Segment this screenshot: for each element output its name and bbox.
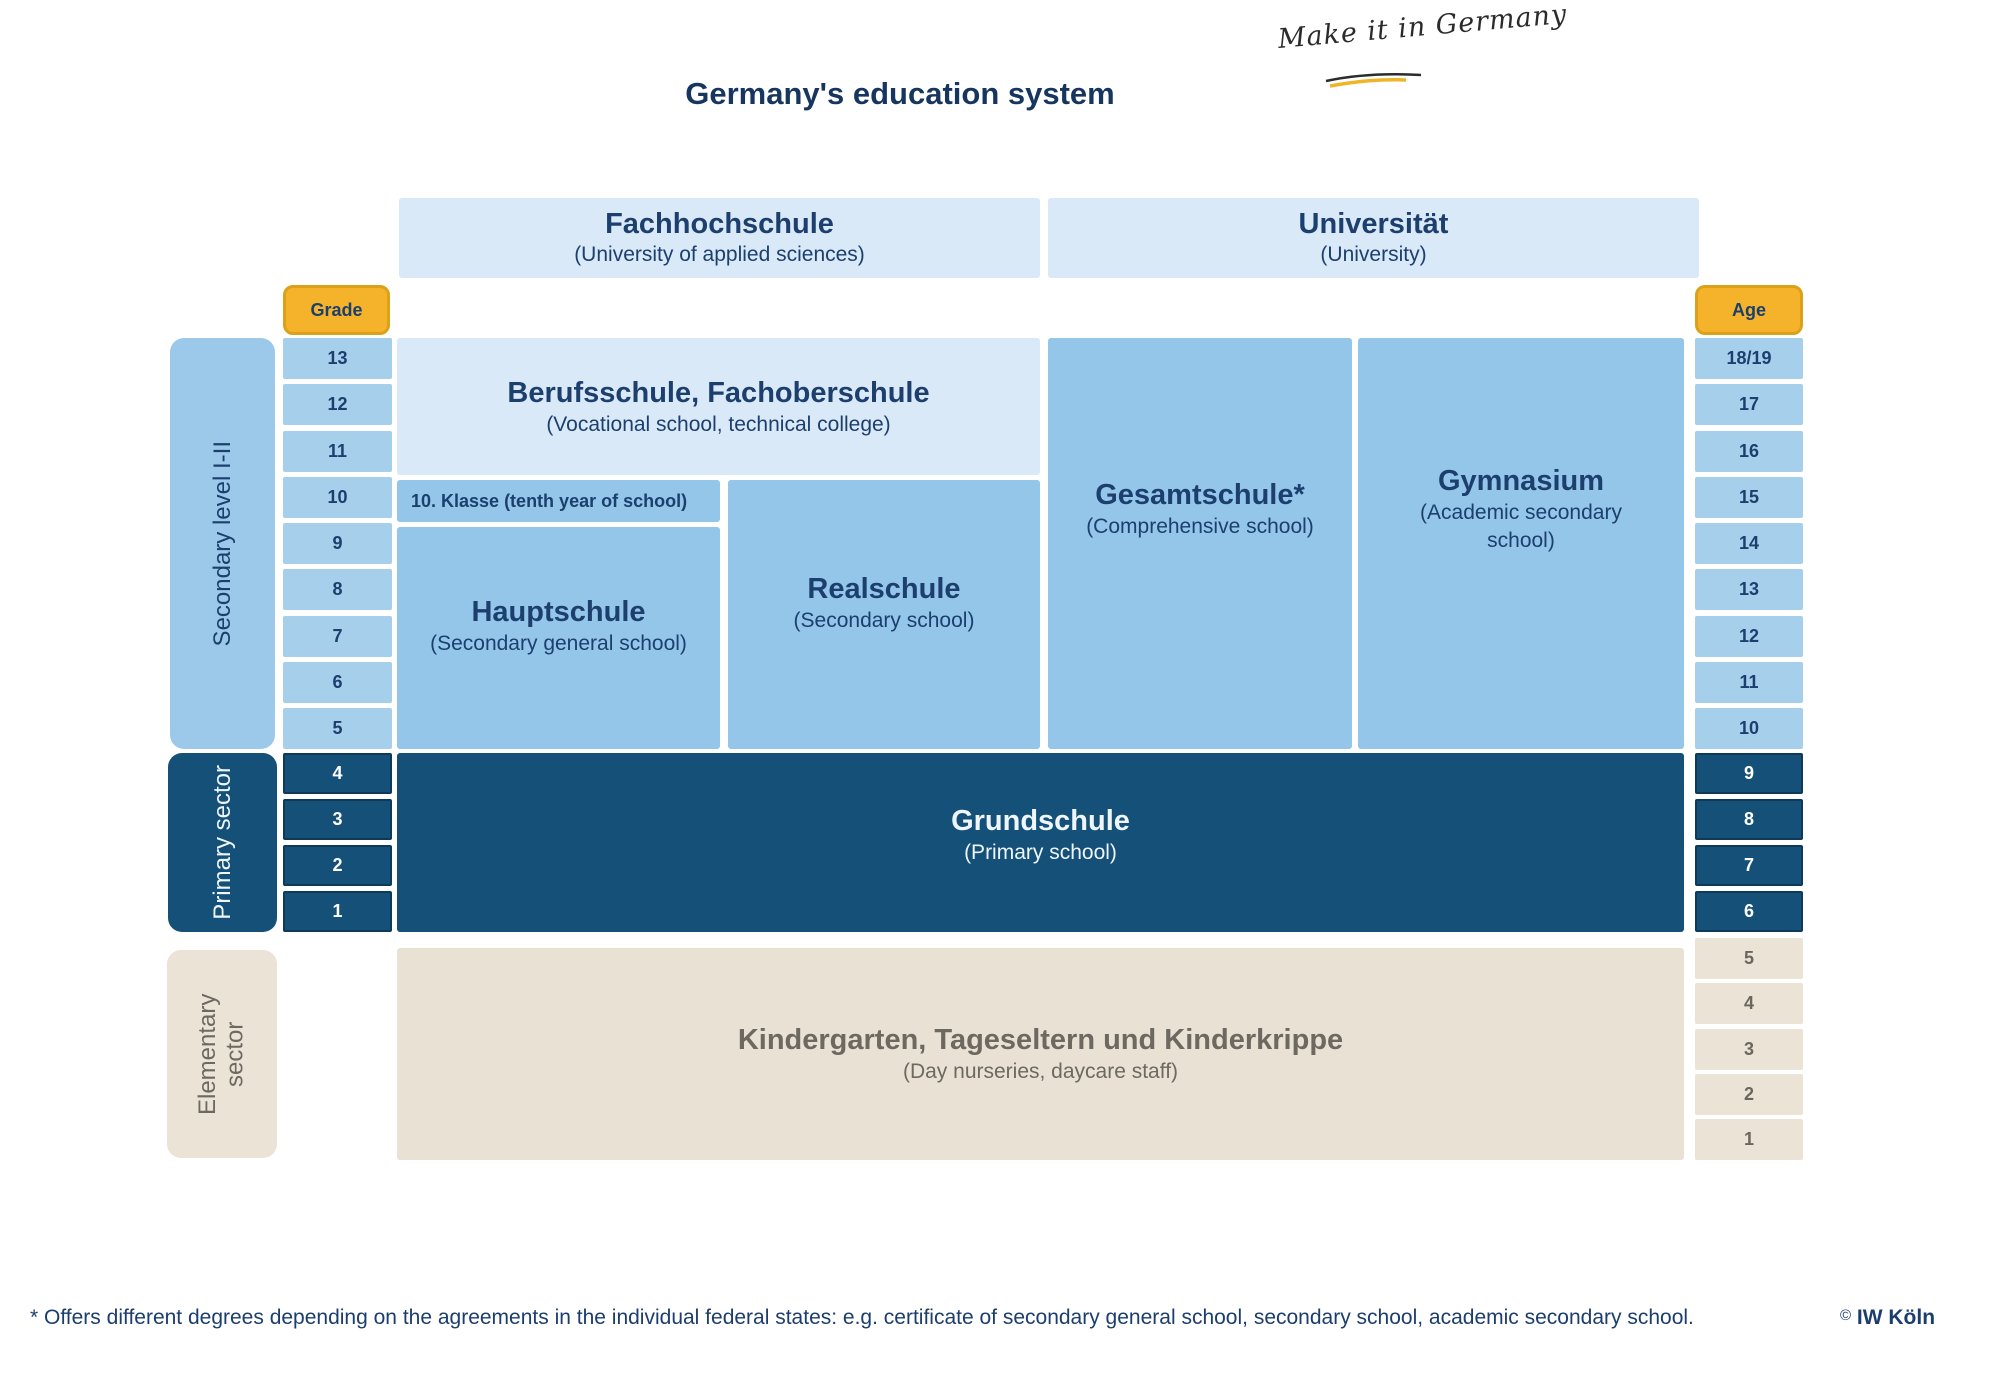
age-column-primary: 9 8 7 6	[1695, 753, 1803, 932]
age-cell: 14	[1695, 523, 1803, 564]
age-cell: 11	[1695, 661, 1803, 703]
box-gesamtschule: Gesamtschule* (Comprehensive school)	[1048, 338, 1352, 749]
box-hauptschule: Hauptschule (Secondary general school)	[397, 527, 720, 749]
age-cell: 18/19	[1695, 338, 1803, 379]
box-fachhochschule: Fachhochschule (University of applied sc…	[399, 198, 1040, 278]
grade-cell: 13	[283, 338, 392, 379]
age-cell: 3	[1695, 1028, 1803, 1070]
box-berufsschule: Berufsschule, Fachoberschule (Vocational…	[397, 338, 1040, 475]
kindergarten-name: Kindergarten, Tageseltern und Kinderkrip…	[737, 1024, 1344, 1057]
sector-label-secondary-text: Secondary level I-II	[208, 440, 236, 647]
grade-cell: 3	[283, 799, 392, 840]
grade-header: Grade	[283, 285, 390, 335]
berufsschule-name: Berufsschule, Fachoberschule	[507, 376, 930, 409]
footnote: * Offers different degrees depending on …	[30, 1306, 1694, 1329]
sector-label-elementary-text: Elementary sector	[194, 993, 249, 1115]
grade-cell: 8	[283, 569, 392, 611]
box-universitaet: Universität (University)	[1048, 198, 1699, 278]
fachhochschule-sub: (University of applied sciences)	[574, 243, 865, 267]
age-cell: 7	[1695, 845, 1803, 886]
box-kindergarten: Kindergarten, Tageseltern und Kinderkrip…	[397, 948, 1684, 1160]
grade-cell: 10	[283, 476, 392, 518]
grade-cell: 6	[283, 661, 392, 703]
grade-cell: 7	[283, 615, 392, 657]
realschule-sub: (Secondary school)	[793, 608, 975, 632]
fachhochschule-name: Fachhochschule	[605, 208, 834, 241]
page-title: Germany's education system	[685, 76, 1115, 111]
grade-cell: 9	[283, 523, 392, 564]
universitaet-sub: (University)	[1320, 243, 1427, 267]
sector-label-elementary: Elementary sector	[167, 950, 277, 1158]
realschule-name: Realschule	[807, 572, 961, 605]
universitaet-name: Universität	[1298, 208, 1449, 241]
gesamtschule-sub: (Comprehensive school)	[1086, 514, 1314, 538]
sector-label-primary: Primary sector	[168, 753, 277, 932]
age-cell: 6	[1695, 891, 1803, 932]
age-cell: 1	[1695, 1119, 1803, 1160]
hauptschule-name: Hauptschule	[471, 596, 646, 629]
box-zehnte-klasse: 10. Klasse (tenth year of school)	[397, 480, 720, 522]
make-it-in-germany-logo: Make it in Germany	[1277, 0, 1568, 101]
grundschule-name: Grundschule	[951, 804, 1130, 837]
grade-cell: 2	[283, 845, 392, 886]
logo-swoosh-icon	[1325, 73, 1422, 88]
box-realschule: Realschule (Secondary school)	[728, 480, 1040, 749]
age-cell: 8	[1695, 799, 1803, 840]
grundschule-sub: (Primary school)	[964, 840, 1117, 864]
box-grundschule: Grundschule (Primary school)	[397, 753, 1684, 932]
age-cell: 13	[1695, 569, 1803, 611]
age-cell: 15	[1695, 476, 1803, 518]
age-cell: 5	[1695, 938, 1803, 979]
grade-cell: 11	[283, 430, 392, 472]
grade-cell: 1	[283, 891, 392, 932]
age-cell: 4	[1695, 983, 1803, 1025]
hauptschule-sub: (Secondary general school)	[430, 632, 687, 656]
age-cell: 12	[1695, 615, 1803, 657]
grade-cell: 12	[283, 384, 392, 426]
copyright-symbol: ©	[1840, 1307, 1852, 1324]
grade-cell: 5	[283, 708, 392, 749]
grade-cell: 4	[283, 753, 392, 794]
age-cell: 10	[1695, 708, 1803, 749]
kindergarten-sub: (Day nurseries, daycare staff)	[902, 1060, 1179, 1084]
sector-label-secondary: Secondary level I-II	[170, 338, 275, 749]
age-cell: 16	[1695, 430, 1803, 472]
age-cell: 17	[1695, 384, 1803, 426]
copyright-text: IW Köln	[1856, 1306, 1936, 1329]
grade-column-primary: 4 3 2 1	[283, 753, 392, 932]
age-header: Age	[1695, 285, 1803, 335]
gesamtschule-name: Gesamtschule*	[1095, 478, 1305, 511]
age-cell: 9	[1695, 753, 1803, 794]
zehnte-klasse-label: 10. Klasse (tenth year of school)	[411, 491, 688, 511]
logo-text: Make it in Germany	[1276, 0, 1569, 55]
berufsschule-sub: (Vocational school, technical college)	[546, 412, 891, 436]
age-cell: 2	[1695, 1073, 1803, 1115]
gymnasium-name: Gymnasium	[1438, 465, 1604, 498]
box-gymnasium: Gymnasium (Academic secondary school)	[1358, 338, 1684, 749]
sector-label-primary-text: Primary sector	[208, 765, 236, 920]
gymnasium-sub: (Academic secondary school)	[1420, 501, 1622, 552]
copyright-credit: © IW Köln	[1840, 1306, 1935, 1330]
